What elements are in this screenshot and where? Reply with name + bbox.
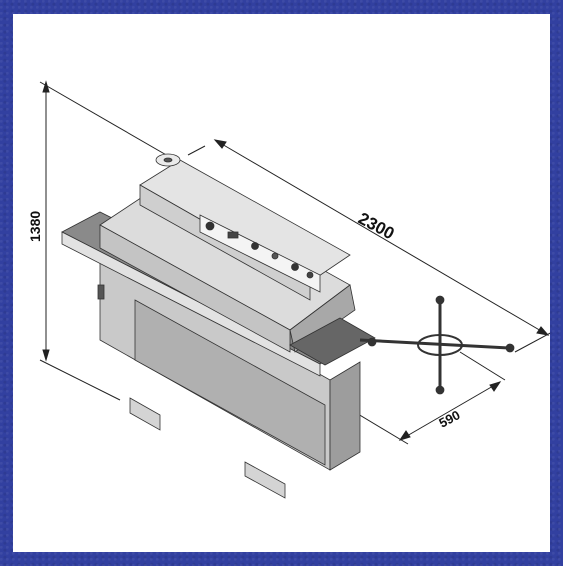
length-label: 2300 bbox=[355, 209, 397, 244]
height-label: 1380 bbox=[27, 211, 43, 242]
drawing-panel: 1380 2300 590 bbox=[13, 14, 550, 552]
height-dimension bbox=[39, 80, 176, 401]
depth-label: 590 bbox=[436, 407, 462, 430]
depth-dimension bbox=[317, 351, 506, 445]
edgebander-machine bbox=[61, 153, 515, 499]
technical-drawing: 1380 2300 590 bbox=[27, 80, 550, 499]
length-dimension bbox=[187, 139, 550, 353]
